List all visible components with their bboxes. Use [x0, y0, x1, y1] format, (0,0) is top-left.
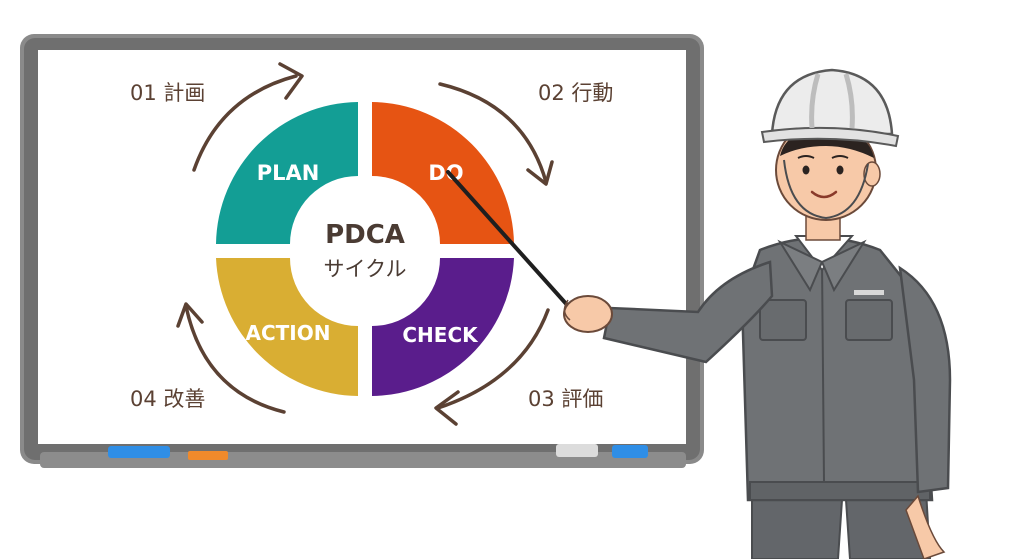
- center-subtitle: サイクル: [324, 257, 407, 281]
- arrow-plan-to-do: [192, 74, 298, 172]
- segment-label-action: ACTION: [246, 321, 331, 345]
- eraser-icon: [556, 444, 598, 457]
- pdca-segment-action: [216, 258, 358, 396]
- worker-in-helmet-icon: [446, 68, 952, 559]
- helmet-icon: [770, 68, 894, 136]
- step-label-04: 04 改善: [130, 387, 205, 411]
- pointer-stick-icon: [446, 170, 588, 328]
- segment-label-plan: PLAN: [257, 161, 320, 185]
- arrow-do-to-check: [438, 82, 548, 184]
- blue-marker-icon: [108, 446, 170, 458]
- arrow-action-to-plan: [184, 304, 286, 414]
- pdca-segment-check: [372, 258, 514, 396]
- step-label-02: 02 行動: [538, 81, 613, 105]
- blue-marker-icon-right: [612, 445, 648, 458]
- whiteboard-surface: [38, 50, 686, 444]
- center-title: PDCA: [325, 220, 405, 250]
- orange-marker-icon: [188, 451, 228, 460]
- step-labels: 01 計画 02 行動 03 評価 04 改善: [130, 81, 613, 411]
- pdca-segment-plan: [216, 102, 358, 244]
- segment-label-check: CHECK: [402, 323, 479, 347]
- step-label-01: 01 計画: [130, 81, 205, 105]
- step-label-03: 03 評価: [528, 387, 603, 411]
- arrow-check-to-action: [436, 308, 550, 410]
- cycle-arrows: [176, 62, 554, 426]
